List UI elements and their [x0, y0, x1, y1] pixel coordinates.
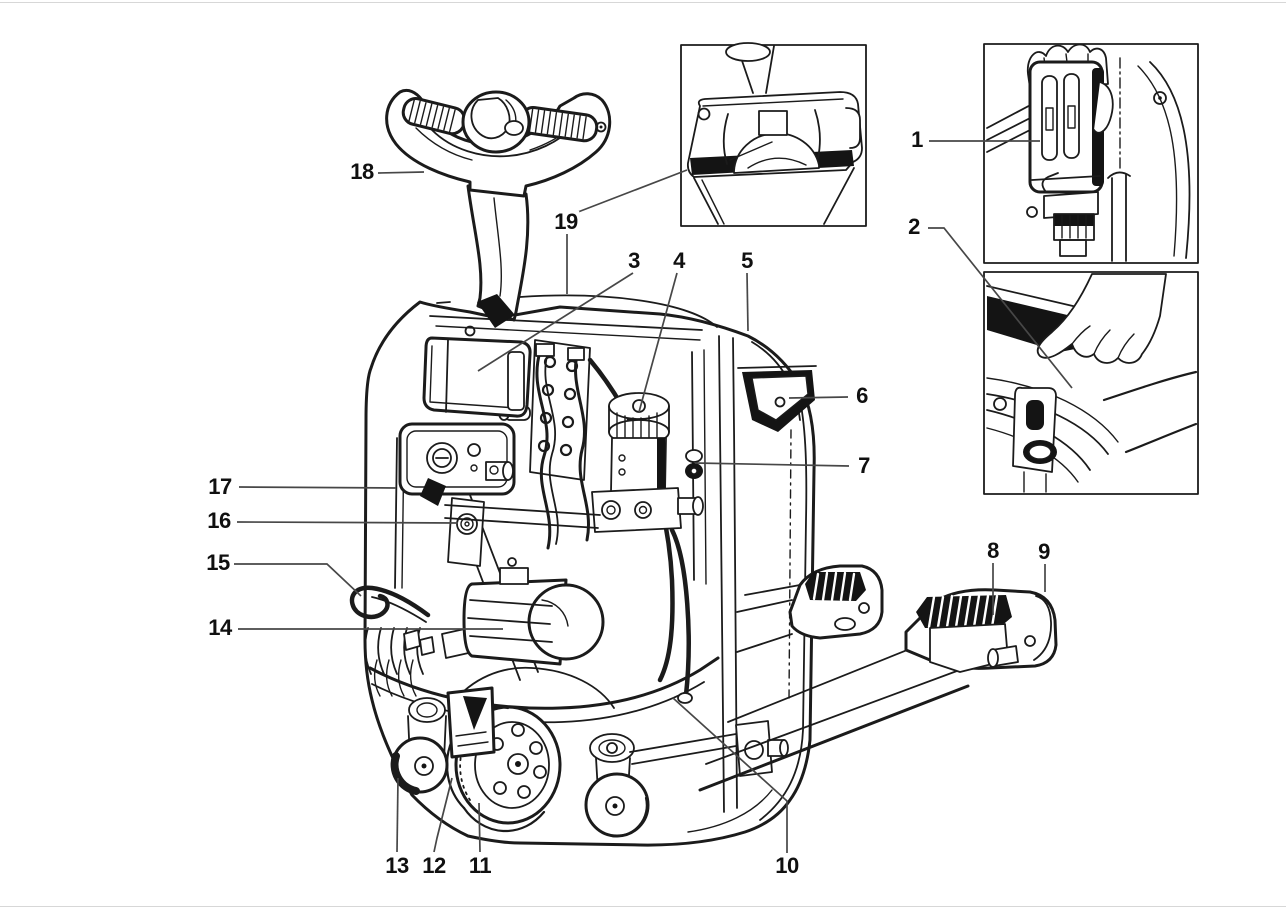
- hydraulic-pump: [591, 392, 704, 704]
- callout-label-13: 13: [383, 853, 411, 878]
- control-unit: [422, 336, 532, 418]
- callout-label-15: 15: [204, 550, 232, 575]
- callout-label-14: 14: [206, 615, 234, 640]
- callout-label-10: 10: [773, 853, 801, 878]
- drive-motor: [462, 557, 605, 666]
- callout-label-19: 19: [552, 209, 580, 234]
- callout-label-4: 4: [671, 248, 687, 273]
- tiller-handle-head: [385, 88, 612, 198]
- power-connector: [685, 449, 703, 479]
- left-grip: [401, 97, 467, 136]
- hydraulic-hose: [669, 527, 691, 698]
- cable-grommet: [447, 497, 485, 567]
- tiller-arm: [466, 184, 530, 328]
- handle-screw: [595, 121, 607, 133]
- cable-hook: [349, 585, 431, 623]
- inset-battery-plug: [983, 43, 1199, 264]
- callout-label-17: 17: [206, 474, 234, 499]
- callout-label-9: 9: [1036, 539, 1052, 564]
- inset-tiller-top-view: [680, 42, 867, 227]
- caster-wheel-right: [584, 733, 650, 838]
- callout-label-7: 7: [856, 453, 872, 478]
- callout-label-8: 8: [985, 538, 1001, 563]
- key-switch-panel: [398, 422, 516, 506]
- inset-cover-grip: [983, 271, 1199, 495]
- fork-front: [698, 588, 1058, 792]
- callout-label-5: 5: [739, 248, 755, 273]
- drive-wheel-bracket: [446, 686, 496, 759]
- fork-rear: [736, 564, 884, 653]
- callout-label-1: 1: [909, 127, 925, 152]
- scan-edge-bottom: [0, 906, 1286, 907]
- carriage-crossbar: [444, 504, 601, 529]
- battery-plug-device: [1028, 60, 1104, 194]
- callout-label-16: 16: [205, 508, 233, 533]
- cover-bracket: [737, 365, 817, 432]
- thumb: [1093, 81, 1114, 134]
- callout-label-12: 12: [420, 853, 448, 878]
- callout-label-11: 11: [466, 853, 494, 878]
- callout-label-6: 6: [854, 383, 870, 408]
- callout-label-2: 2: [906, 214, 922, 239]
- battery-cooling-fins: [364, 627, 435, 697]
- callout-label-3: 3: [626, 248, 642, 273]
- scan-edge-top: [0, 2, 1286, 3]
- callout-label-18: 18: [348, 159, 376, 184]
